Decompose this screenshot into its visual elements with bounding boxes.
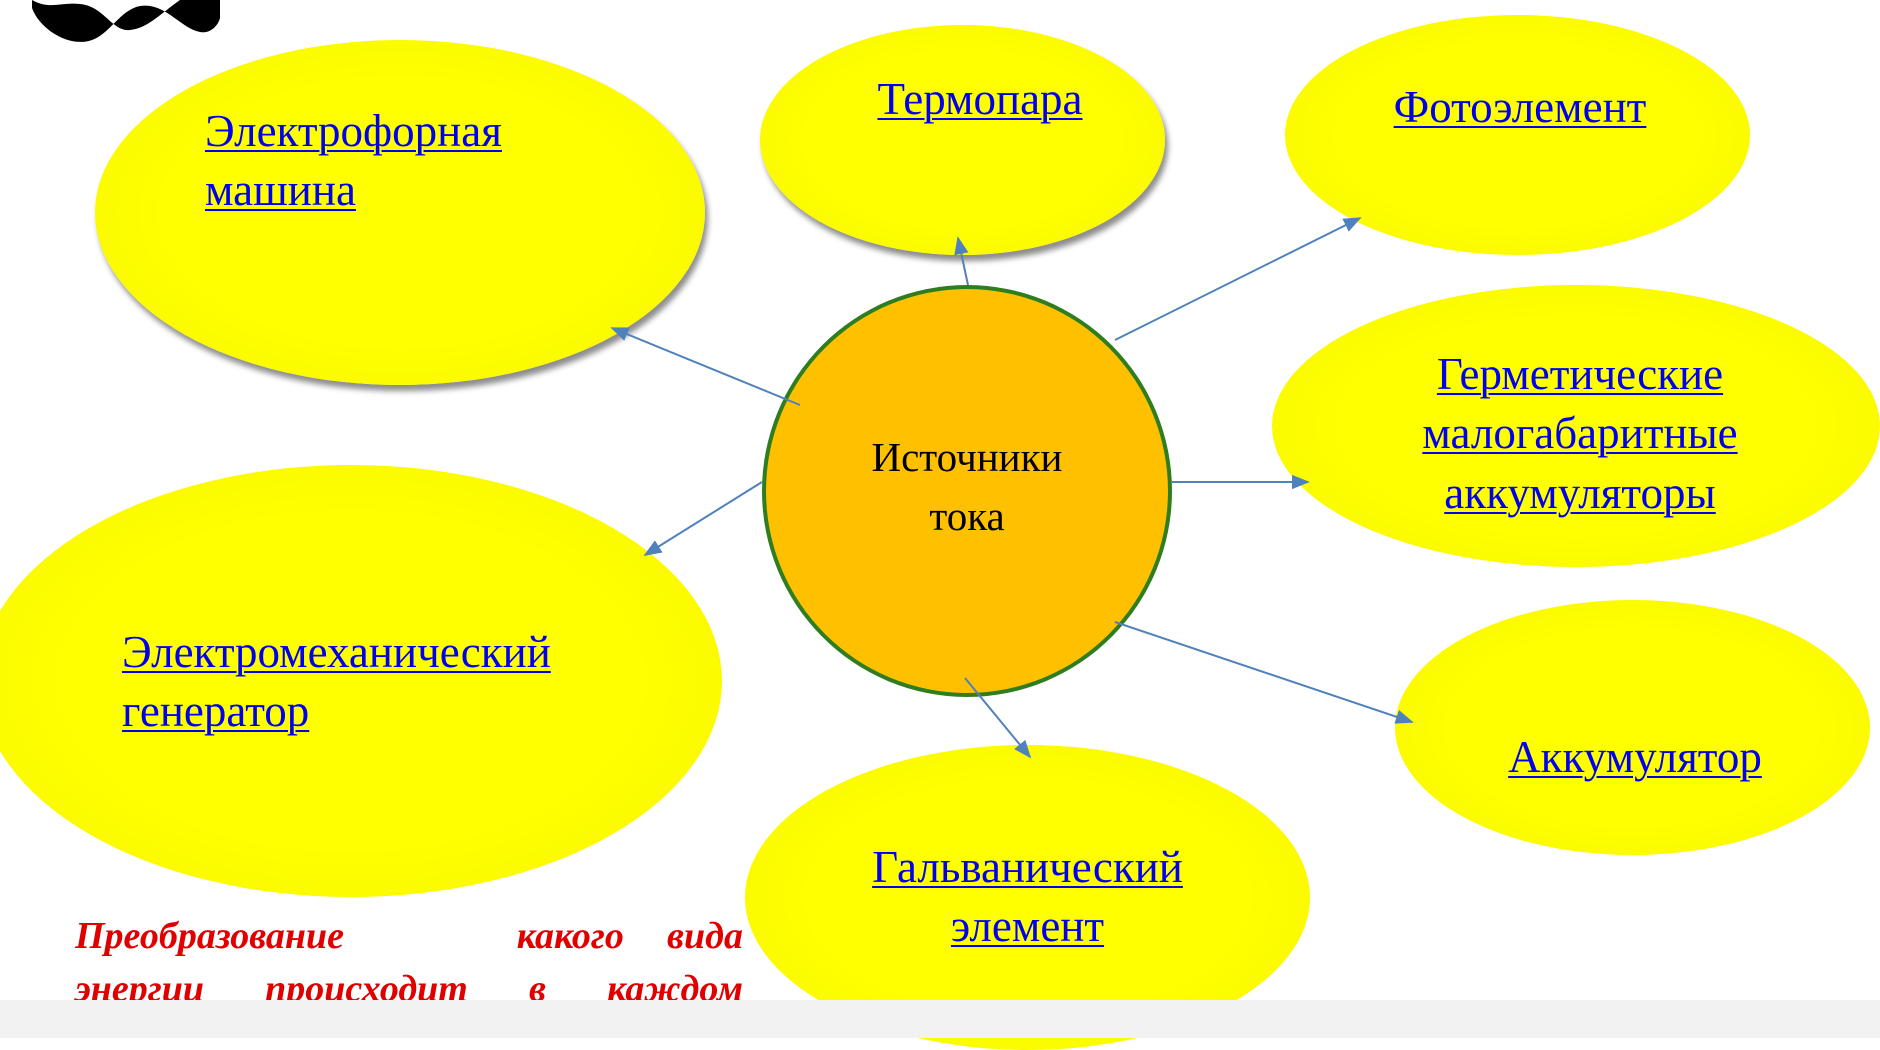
- link-electrophore-machine[interactable]: Электрофорная машина: [205, 102, 502, 221]
- link-sealed-batteries-line2: малогабаритные: [1422, 408, 1738, 459]
- link-thermocouple[interactable]: Термопара: [800, 70, 1160, 129]
- link-sealed-batteries-line3: аккумуляторы: [1444, 467, 1716, 518]
- logo-swirl: [32, 0, 220, 42]
- link-electromechanical-generator[interactable]: Электромеханический генератор: [122, 623, 551, 742]
- edge-to-accumulator: [1114, 621, 1414, 724]
- node-sealed-batteries-shape: [1272, 285, 1880, 567]
- center-label-line2: тока: [929, 493, 1005, 540]
- link-photoelement-line1: Фотоэлемент: [1393, 82, 1647, 132]
- edge-to-electrophore: [610, 327, 801, 406]
- link-galvanic-line2: элемент: [950, 901, 1105, 952]
- link-electrophore-line2: машина: [205, 165, 356, 216]
- link-sealed-batteries-line1: Герметические: [1436, 349, 1724, 399]
- node-thermocouple-shape: [760, 25, 1165, 255]
- link-galvanic-line1: Гальванический: [872, 842, 1183, 892]
- link-electrophore-line1: Электрофорная: [205, 106, 502, 156]
- node-accumulator-shape: [1395, 600, 1870, 855]
- question-line1: Преобразование какого вида: [75, 915, 743, 957]
- node-galvanic-shape: [745, 745, 1310, 1050]
- node-photoelement-shape: [1285, 15, 1750, 255]
- edge-to-generator: [643, 481, 763, 556]
- node-electrophore-shape: [95, 40, 705, 385]
- center-label-line1: Источники: [871, 434, 1063, 480]
- bottom-bar: [0, 1000, 1880, 1038]
- link-accumulator-line1: Аккумулятор: [1508, 732, 1762, 782]
- link-thermocouple-line1: Термопара: [877, 74, 1083, 124]
- link-sealed-batteries[interactable]: Герметические малогабаритные аккумулятор…: [1370, 345, 1790, 523]
- link-galvanic-element[interactable]: Гальванический элемент: [840, 838, 1215, 957]
- link-generator-line2: генератор: [122, 686, 310, 737]
- link-accumulator[interactable]: Аккумулятор: [1470, 728, 1800, 787]
- link-photoelement[interactable]: Фотоэлемент: [1355, 78, 1685, 137]
- node-generator-shape: [0, 465, 722, 897]
- center-node-label: Источники тока: [762, 428, 1172, 547]
- link-generator-line1: Электромеханический: [122, 627, 551, 677]
- edge-to-photoelement: [1114, 217, 1362, 341]
